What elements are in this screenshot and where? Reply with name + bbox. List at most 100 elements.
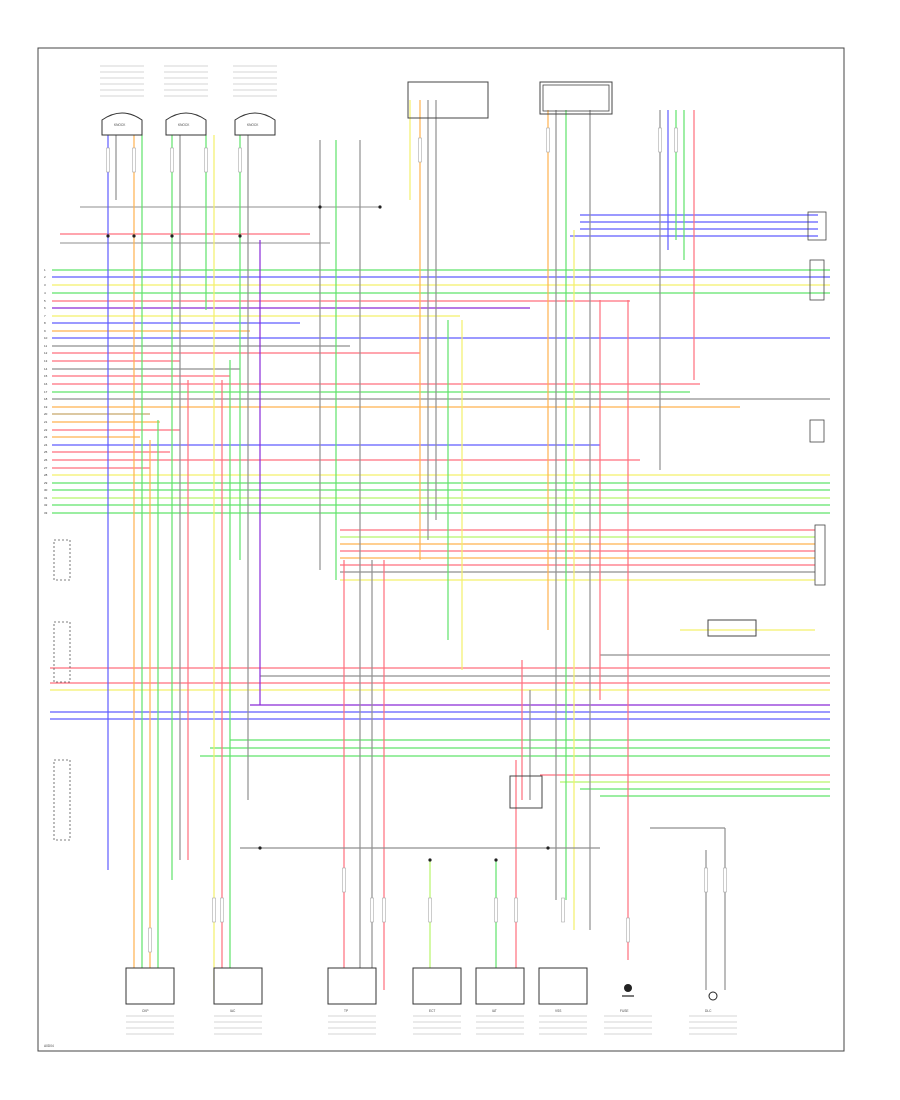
splice-dot: [238, 234, 242, 238]
wire-id-mark: [132, 147, 136, 173]
connector-pin-23: 23: [44, 435, 48, 439]
connector-pin-26: 26: [44, 458, 48, 462]
splice-dot: [428, 858, 432, 862]
connector-pin-4: 4: [44, 291, 46, 295]
component-body: [475, 967, 525, 1005]
bottom-component-2: IAC: [213, 967, 263, 1035]
connector-pin-8: 8: [44, 321, 46, 325]
connector-pin-32: 32: [44, 503, 48, 507]
left-connector-group: [53, 621, 71, 683]
connector-pin-18: 18: [44, 397, 48, 401]
connector-pin-28: 28: [44, 473, 48, 477]
wire-id-mark: [428, 897, 432, 923]
switch-box: [509, 775, 543, 809]
component-label: CKP: [142, 1009, 149, 1013]
component-label: IAC: [230, 1009, 236, 1013]
wire-id-mark: [148, 927, 152, 953]
sensor-housing: [165, 112, 207, 136]
component-body: [327, 967, 377, 1005]
component-label: FUSE: [620, 1009, 629, 1013]
connector-pin-7: 7: [44, 314, 46, 318]
wire-id-mark: [626, 917, 630, 943]
right-connector: [807, 211, 827, 241]
connector-pin-12: 12: [44, 351, 48, 355]
right-connector: [814, 524, 826, 586]
connector-pin-17: 17: [44, 390, 48, 394]
splice-dot: [132, 234, 136, 238]
wire-id-mark: [658, 127, 662, 153]
component-label: DLC: [705, 1009, 712, 1013]
connector-pin-13: 13: [44, 359, 48, 363]
wire-id-mark: [370, 897, 374, 923]
wire-id-mark: [561, 897, 565, 923]
component-label: VSS: [555, 1009, 561, 1013]
dlc-pin: [708, 991, 718, 1001]
right-connector: [809, 259, 825, 301]
bottom-component-8: DLC: [689, 991, 737, 1035]
connector-pin-20: 20: [44, 412, 48, 416]
left-connector-group: [53, 539, 71, 581]
bottom-component-5: IAT: [475, 967, 525, 1035]
connector-pin-11: 11: [44, 344, 47, 348]
relay-box: [407, 81, 489, 119]
connector-pin-2: 2: [44, 275, 46, 279]
connector-pin-31: 31: [44, 496, 48, 500]
wire-id-mark: [204, 147, 208, 173]
splice-dot: [318, 205, 322, 209]
connector-pin-29: 29: [44, 481, 48, 485]
connector-pin-14: 14: [44, 367, 48, 371]
diagram-code: A0D04: [44, 1044, 54, 1048]
wire-id-mark: [106, 147, 110, 173]
splice-dot: [546, 846, 550, 850]
connector-pin-19: 19: [44, 405, 48, 409]
connector-pin-16: 16: [44, 382, 48, 386]
wire-id-mark: [170, 147, 174, 173]
component-label: IAT: [492, 1009, 497, 1013]
wire-id-mark: [514, 897, 518, 923]
component-label: TP: [344, 1009, 348, 1013]
wire-id-mark: [494, 897, 498, 923]
connector-pin-6: 6: [44, 306, 46, 310]
wire-id-mark: [342, 867, 346, 893]
diagram-border: [37, 47, 845, 1052]
connector-pin-24: 24: [44, 443, 48, 447]
wire-id-mark: [546, 127, 550, 153]
wire-id-mark: [220, 897, 224, 923]
top-sensor-3: KNOCK: [233, 65, 277, 136]
relay-box: [539, 81, 613, 115]
top-sensor-2: KNOCK: [164, 65, 208, 136]
top-sensor-1: KNOCK: [100, 65, 144, 136]
sensor-label: KNOCK: [114, 123, 126, 127]
inline-component: [707, 619, 757, 637]
connector-pin-30: 30: [44, 488, 48, 492]
component-layer: 1234567891011121314151617181920212223242…: [44, 65, 827, 1035]
connector-pin-21: 21: [44, 420, 48, 424]
sensor-housing: [101, 112, 143, 136]
connector-pin-33: 33: [44, 511, 48, 515]
left-connector-group: [53, 759, 71, 841]
splice-dot: [170, 234, 174, 238]
relay-inner: [542, 84, 610, 112]
connector-pin-9: 9: [44, 329, 46, 333]
splice-dot: [494, 858, 498, 862]
wire-id-mark: [704, 867, 708, 893]
component-body: [125, 967, 175, 1005]
bottom-component-3: TP: [327, 967, 377, 1035]
wire-id-mark: [238, 147, 242, 173]
bottom-component-4: ECT: [412, 967, 462, 1035]
splice-dot: [106, 234, 110, 238]
connector-pin-1: 1: [44, 268, 46, 272]
right-connector: [809, 419, 825, 443]
component-body: [538, 967, 588, 1005]
connector-pin-27: 27: [44, 466, 48, 470]
wire-id-mark: [212, 897, 216, 923]
sensor-label: KNOCK: [247, 123, 259, 127]
bottom-component-6: VSS: [538, 967, 588, 1035]
wire-id-mark: [723, 867, 727, 893]
wire-layer: [50, 100, 830, 990]
sensor-housing: [234, 112, 276, 136]
splice-dot: [378, 205, 382, 209]
wire-id-mark: [674, 127, 678, 153]
component-body: [213, 967, 263, 1005]
